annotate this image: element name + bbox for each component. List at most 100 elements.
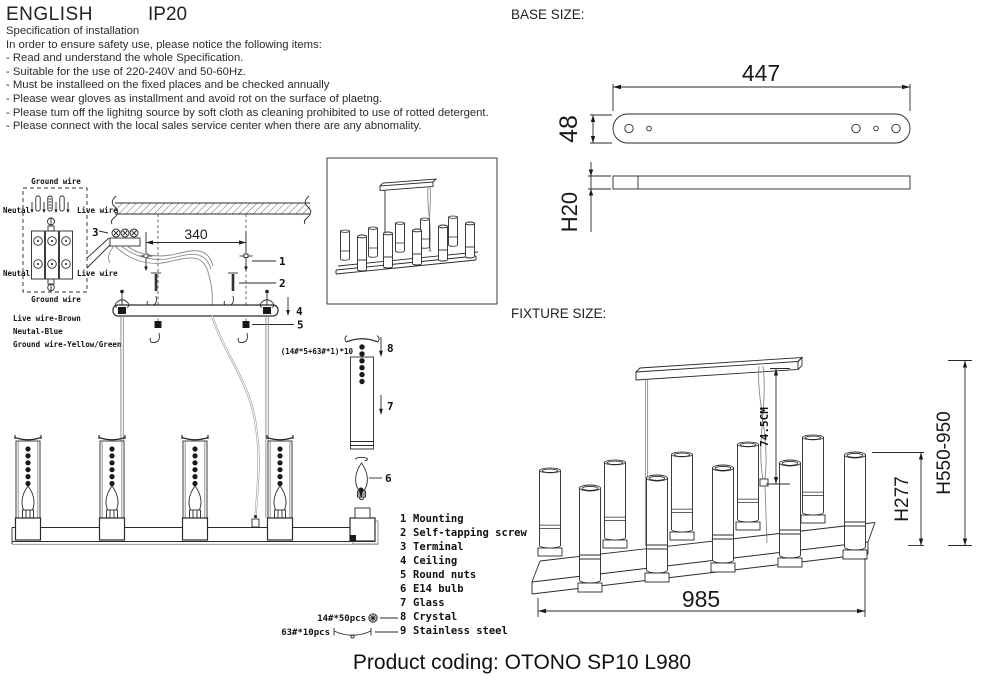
thumbnail-frame [326,157,498,305]
break-line [110,195,119,225]
hook-icon [146,295,157,306]
hook-icon [149,332,160,343]
base-depth-dimension: 48 [555,115,583,143]
callout-1: 1 [279,255,286,268]
callout-8: 8 [387,342,394,355]
part-number: 4 [400,555,407,567]
hook-icon [223,295,234,306]
fixture-length-dimension: 985 [682,586,720,612]
glass-cylinder [646,474,668,574]
glass-cylinder [737,441,759,523]
cord-connector [251,518,260,528]
part-number: 5 [400,569,407,581]
parts-list-item: 7 Glass [400,596,527,610]
round-nut-icon [154,321,162,328]
callout-7: 7 [387,400,394,413]
cord-length-dimension: 74.5CM [758,407,771,447]
legend-live-wire: Live wire-Brown [13,314,81,323]
part-number: 3 [400,541,407,553]
spec-item: - Must be installeed on the fixed places… [6,79,330,92]
ceiling-canopy [112,304,279,317]
part-label: Glass [413,597,445,609]
parts-list-item: 1 Mounting [400,512,527,526]
steel-wire-icon [333,628,372,639]
round-nut-icon [242,321,250,328]
fixture-thumbnail [326,157,498,305]
callout-3: 3 [92,226,99,239]
spec-item: - Please wear gloves as installment and … [6,92,383,105]
part-number: 9 [400,625,407,637]
neutral-top-label: Neutal [3,206,30,215]
live-wire-bottom-label: Live wire [77,269,118,278]
part-label: Round nuts [413,569,477,581]
part-label: Self-tapping screw [413,527,527,539]
base-size-heading: BASE SIZE: [511,7,585,22]
language-label: ENGLISH [6,4,93,25]
glass-cylinder [712,464,734,564]
glass-cylinder [802,434,824,516]
product-coding: Product coding: OTONO SP10 L980 [352,651,692,674]
ceiling-mount-diagram: 340 1 2 [92,195,312,343]
base-plate-side-view [612,175,911,190]
crystal-qty-label: 14#*50pcs [317,614,366,624]
candle-shade [98,434,126,521]
spec-item: - Please tum off the lighitng source by … [6,106,489,119]
parts-list-item: 4 Ceiling [400,554,527,568]
fixture-size-drawing: 74.5CM 985 H277 H550-950 [531,356,972,617]
ground-wire-bottom-label: Ground wire [31,295,81,304]
terminal-connector [108,228,214,317]
spec-item: - Please connect with the local sales se… [6,120,422,133]
fixture-size-heading: FIXTURE SIZE: [511,306,607,321]
ground-wire-top-label: Ground wire [31,177,81,186]
candle-shade [266,434,294,521]
part-label: Ceiling [413,555,458,567]
part-label: Mounting [413,513,464,525]
parts-list-item: 6 E14 bulb [400,582,527,596]
glass-cylinder [539,467,561,549]
fixture-height-dimension: H277 [892,476,913,521]
break-line [303,195,312,225]
parts-list-item: 3 Terminal [400,540,527,554]
part-number: 7 [400,597,407,609]
mounting-screw-icon [239,253,253,272]
base-plate-top-view [612,113,911,144]
candle-shade [181,434,209,521]
part-number: 1 [400,513,407,525]
fixture-front-view [11,315,379,545]
spec-item: - Read and understand the whole Specific… [6,52,244,65]
base-width-dimension: 447 [742,60,780,86]
glass-shade [350,356,374,450]
base-height-dimension: H20 [557,192,582,232]
callout-5: 5 [297,319,304,332]
terminal-box-outline [22,187,88,293]
mounting-bracket [349,487,379,545]
installation-diagrams: Ground wire [3,157,498,639]
mount-spacing-dimension: 340 [184,226,208,242]
ip-rating-label: IP20 [148,4,188,25]
live-wire-top-label: Live wire [77,206,118,215]
spec-item: - Suitable for the use of 220-240V and 5… [6,65,246,78]
hook-icon [237,332,248,343]
glass-cylinder [604,459,626,541]
shade-detail: (14#*5+63#*1)*10 8 7 [281,335,394,501]
part-label: Terminal [413,541,464,553]
quantity-annotations: 14#*50pcs 63#*10pcs [281,613,398,639]
part-number: 6 [400,583,407,595]
legend-neutral: Neutal-Blue [13,327,63,336]
dimension-drawings: 447 48 H20 [531,60,972,617]
glass-cylinder [671,451,693,533]
part-number: 8 [400,611,407,623]
spec-intro: In order to ensure safety use, please no… [6,38,322,51]
part-label: E14 bulb [413,583,464,595]
screw-icon [47,217,55,226]
glass-cylinder [844,451,866,551]
neutral-bottom-label: Neutal [3,269,30,278]
legend-ground: Ground wire-Yellow/Green [13,340,121,349]
overall-height-dimension: H550-950 [934,411,955,494]
crystal-bead-icon [368,613,378,623]
